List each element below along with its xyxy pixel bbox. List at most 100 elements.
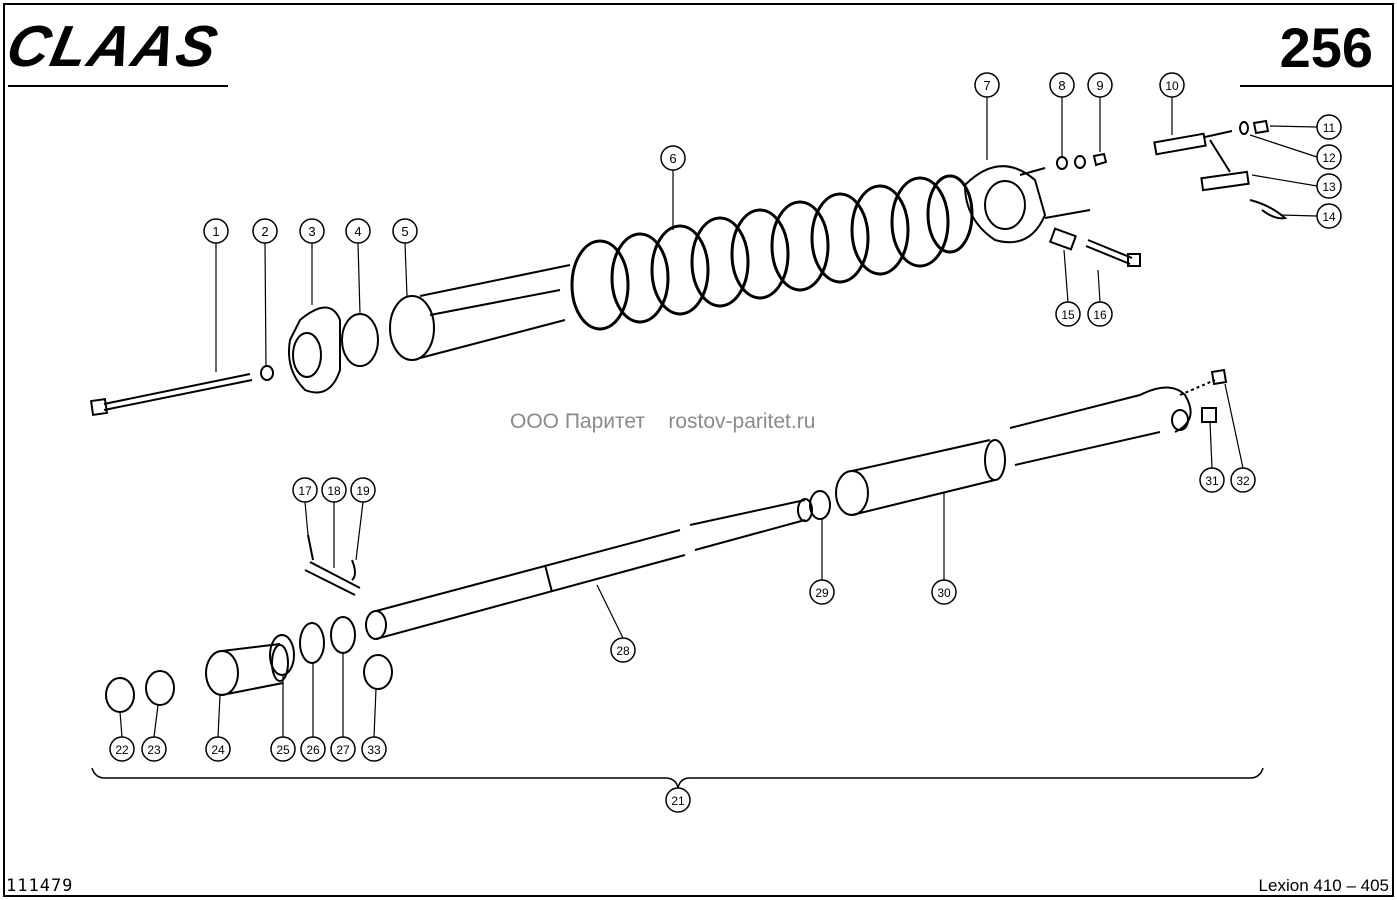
callout-13: 13 — [1316, 173, 1342, 199]
callout-33: 33 — [361, 736, 387, 762]
callout-15: 15 — [1055, 301, 1081, 327]
watermark-text: ООО Паритет rostov-paritet.ru — [510, 410, 816, 433]
model-label: Lexion 410 – 405 — [1258, 876, 1389, 895]
callout-24: 24 — [205, 736, 231, 762]
callout-17: 17 — [292, 477, 318, 503]
svg-text:33: 33 — [367, 743, 381, 757]
part-pin-13 — [1200, 139, 1250, 192]
callout-22: 22 — [109, 736, 135, 762]
leader-lines — [119, 97, 1318, 738]
svg-text:26: 26 — [306, 743, 320, 757]
callout-5: 5 — [392, 218, 418, 244]
callout-23: 23 — [141, 736, 167, 762]
part-washer-8b — [1074, 155, 1086, 169]
callout-25: 25 — [270, 736, 296, 762]
page-number: 256 — [1279, 16, 1373, 79]
callout-11: 11 — [1316, 114, 1342, 140]
callout-group: 1 2 3 4 5 6 7 8 9 10 11 12 13 14 15 16 1… — [109, 72, 1342, 813]
part-ring-33 — [363, 654, 393, 690]
part-ring-29 — [809, 490, 831, 520]
part-bushing-15 — [1048, 227, 1078, 251]
part-flange-plate — [288, 306, 341, 394]
svg-text:19: 19 — [356, 484, 370, 498]
callout-27: 27 — [330, 736, 356, 762]
svg-text:22: 22 — [115, 743, 129, 757]
svg-text:12: 12 — [1322, 151, 1336, 165]
callout-7: 7 — [974, 72, 1000, 98]
callout-14: 14 — [1316, 203, 1342, 229]
callout-32: 32 — [1230, 467, 1256, 493]
svg-text:14: 14 — [1322, 210, 1336, 224]
svg-text:6: 6 — [669, 151, 676, 166]
callout-8: 8 — [1049, 72, 1075, 98]
callout-31: 31 — [1199, 467, 1225, 493]
part-nut-11 — [1252, 119, 1270, 135]
svg-text:17: 17 — [298, 484, 312, 498]
part-gland-24 — [205, 643, 289, 696]
part-washer-small — [260, 365, 274, 381]
svg-text:3: 3 — [308, 224, 315, 239]
svg-text:24: 24 — [211, 743, 225, 757]
svg-text:29: 29 — [815, 586, 829, 600]
svg-text:13: 13 — [1322, 180, 1336, 194]
part-tube-28 — [365, 498, 813, 640]
callout-21: 21 — [665, 787, 691, 813]
part-ring-26 — [299, 622, 325, 664]
svg-text:30: 30 — [937, 586, 951, 600]
part-ring-4 — [341, 313, 379, 367]
svg-text:18: 18 — [327, 484, 341, 498]
callout-18: 18 — [321, 477, 347, 503]
callout-1: 1 — [203, 218, 229, 244]
callout-3: 3 — [299, 218, 325, 244]
svg-text:23: 23 — [147, 743, 161, 757]
svg-text:11: 11 — [1323, 121, 1336, 135]
part-washer-12 — [1239, 121, 1249, 135]
callout-6: 6 — [660, 145, 686, 171]
part-cylinder-body — [1009, 386, 1192, 466]
callout-2: 2 — [252, 218, 278, 244]
callout-30: 30 — [931, 579, 957, 605]
part-fitting-32 — [1210, 368, 1228, 386]
part-washer-8 — [1056, 156, 1068, 170]
part-spring-plate — [963, 165, 1091, 244]
part-ring-25 — [269, 634, 295, 676]
callout-10: 10 — [1159, 72, 1185, 98]
part-long-bolt — [89, 373, 253, 417]
part-spring-pin-17 — [307, 534, 314, 561]
leader-dashed-32 — [1179, 379, 1216, 396]
part-slotted-sleeve — [389, 264, 571, 361]
svg-text:16: 16 — [1093, 308, 1107, 322]
svg-text:7: 7 — [983, 78, 990, 93]
callout-28: 28 — [610, 637, 636, 663]
callout-26: 26 — [300, 736, 326, 762]
svg-text:5: 5 — [401, 224, 408, 239]
svg-text:27: 27 — [336, 743, 350, 757]
svg-text:32: 32 — [1236, 474, 1250, 488]
part-pin-10 — [1153, 130, 1233, 156]
svg-text:8: 8 — [1058, 78, 1065, 93]
svg-text:10: 10 — [1165, 79, 1179, 93]
part-sleeve-30 — [835, 439, 1006, 516]
svg-text:2: 2 — [261, 224, 268, 239]
callout-4: 4 — [345, 218, 371, 244]
part-clip-14 — [1249, 199, 1288, 220]
part-nut-9 — [1092, 152, 1108, 167]
callout-12: 12 — [1316, 144, 1342, 170]
drawing-number: 111479 — [6, 876, 74, 896]
svg-text:28: 28 — [616, 644, 630, 658]
part-coil-spring — [570, 174, 974, 331]
callout-29: 29 — [809, 579, 835, 605]
part-seal-22 — [105, 677, 135, 713]
brand-logo: CLAAS — [1, 14, 225, 79]
svg-text:9: 9 — [1096, 78, 1103, 93]
part-bushing-31 — [1201, 407, 1217, 423]
part-ring-27 — [330, 616, 356, 654]
page-border — [3, 3, 1394, 897]
svg-text:15: 15 — [1061, 308, 1075, 322]
part-seal-23 — [145, 670, 175, 706]
assembly-brace-21 — [91, 767, 1264, 789]
svg-text:4: 4 — [354, 224, 361, 239]
svg-text:25: 25 — [276, 743, 290, 757]
part-pin-18 — [304, 561, 361, 596]
